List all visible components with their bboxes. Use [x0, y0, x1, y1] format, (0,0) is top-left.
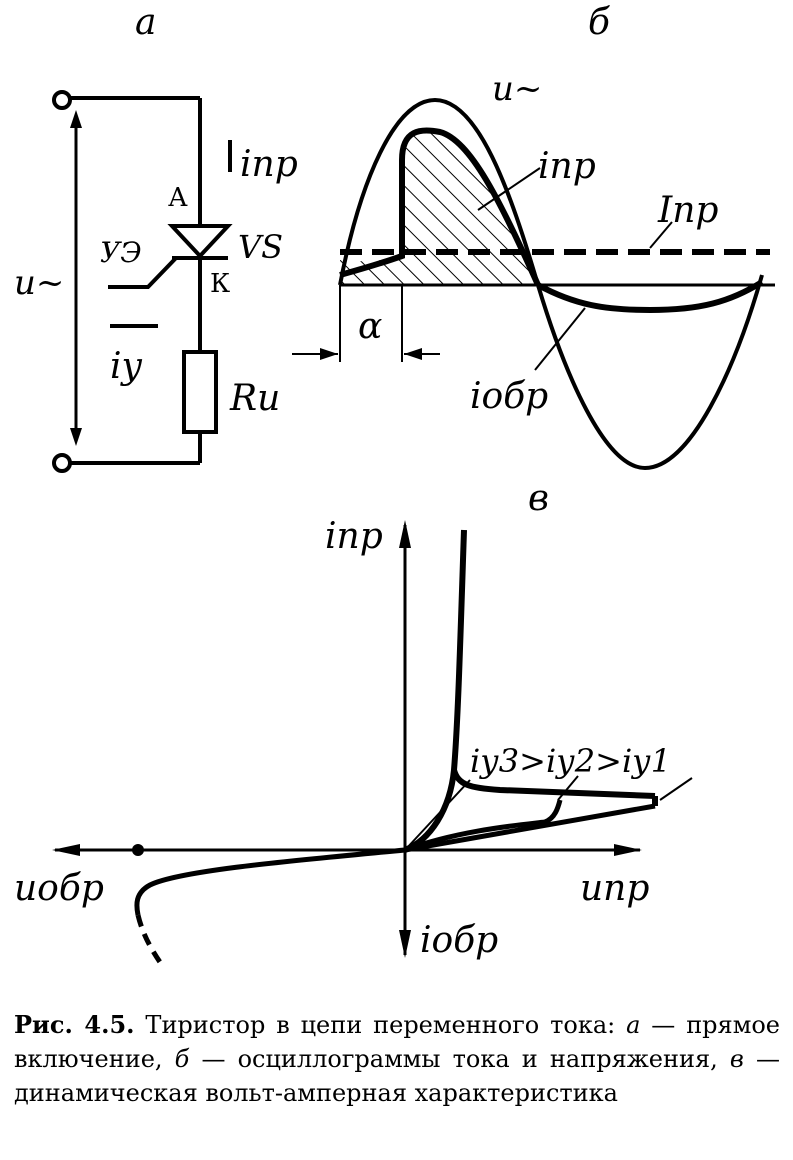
vac-forward-current-label: iпр [325, 516, 383, 557]
terminal-top [52, 90, 72, 110]
thyristor-triangle [167, 224, 233, 259]
conduction-area-hatch [402, 130, 538, 285]
iy-leader-2 [557, 775, 579, 801]
caption-ref-v: в [729, 1045, 744, 1073]
vac-reverse-voltage-label: uобр [14, 868, 104, 909]
panel-label-b: б [588, 2, 611, 43]
reverse-breakdown-dashed [135, 914, 165, 967]
source-arrowhead-bottom [70, 428, 82, 446]
source-label: u~ [14, 263, 64, 303]
load-resistor-label: Rи [229, 378, 280, 419]
thyristor-label: VS [238, 228, 283, 266]
alpha-arrowhead-left [320, 348, 338, 360]
caption-number: Рис. 4.5. [14, 1010, 135, 1039]
forward-current-osc-label: iпр [538, 146, 596, 187]
terminal-bottom [52, 453, 72, 473]
angle-label: α [358, 306, 382, 347]
reverse-current-osc-label: iобр [470, 376, 548, 417]
alpha-arrowhead-right [404, 348, 422, 360]
caption-ref-a: а [626, 1011, 641, 1039]
vac-forward-voltage-label: uпр [580, 868, 649, 909]
vac-reverse-current-label: iобр [420, 920, 498, 961]
circuit-diagram [52, 90, 233, 473]
caption-text-3: — осциллограммы тока и напряжения, [189, 1045, 730, 1073]
source-arrowhead-top [70, 110, 82, 128]
caption-text-1: Тиристор в цепи переменного тока: [134, 1011, 627, 1039]
holding-current-label: Iпр [657, 190, 718, 231]
caption-text-4: — динамическая вольт-амперная характерис… [14, 1045, 780, 1107]
voltage-axis-arrow-right [614, 844, 642, 856]
panel-label-a: а [135, 2, 156, 43]
control-electrode-label: УЭ [100, 236, 142, 269]
figure-drawing: а б в u~ iпр А К УЭ VS iу Rи [14, 2, 775, 967]
control-thin-line [404, 779, 471, 851]
control-currents-label: iу3>iу2>iу1 [470, 742, 671, 780]
reverse-branch-curve [134, 847, 406, 916]
control-curve-iy1 [404, 803, 656, 853]
vac-diagram [52, 520, 693, 967]
voltage-label: u~ [492, 69, 542, 109]
control-curve-iy2 [404, 799, 563, 853]
load-resistor-symbol [182, 350, 218, 434]
figure-caption: Рис. 4.5. Тиристор в цепи переменного то… [14, 1008, 780, 1110]
oscillogram-diagram [292, 97, 775, 471]
iy-leader-1 [659, 777, 693, 801]
caption-ref-b: б [174, 1045, 190, 1073]
holding-leader [649, 221, 673, 249]
control-curve-iy3 [451, 768, 656, 799]
breakdown-point [132, 844, 144, 856]
cathode-label: К [210, 269, 230, 299]
gate-lead [108, 256, 200, 289]
forward-branch-curve [403, 529, 467, 853]
current-leader [477, 167, 541, 211]
panel-label-v: в [528, 478, 549, 519]
anode-label: А [168, 183, 188, 213]
reverse-leader [534, 307, 586, 371]
current-axis-arrow-up [399, 520, 411, 548]
voltage-axis-arrow-left [52, 844, 80, 856]
current-axis-arrow-down [399, 930, 411, 958]
caption-text-2: — прямое включение, [14, 1011, 781, 1073]
control-current-label: iу [110, 346, 143, 387]
reverse-current-curve [536, 279, 764, 314]
current-forward-label: iпр [240, 144, 298, 185]
